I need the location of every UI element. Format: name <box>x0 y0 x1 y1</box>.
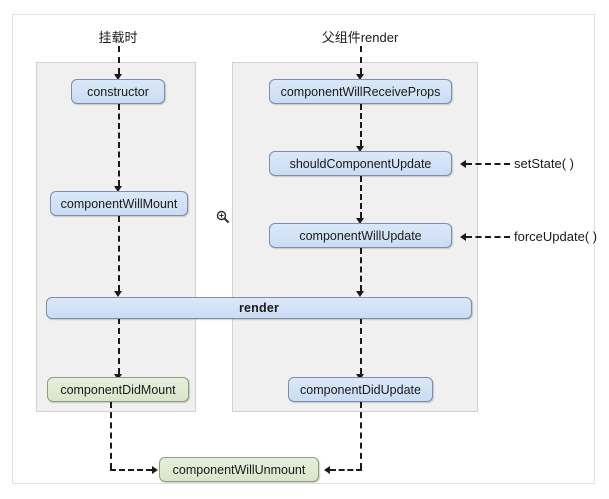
node-component-will-update[interactable]: componentWillUpdate <box>269 223 452 248</box>
node-component-will-unmount[interactable]: componentWillUnmount <box>159 457 319 482</box>
connector-didmount-right <box>110 469 152 471</box>
node-render[interactable]: render <box>46 297 472 319</box>
connector-constructor-to-willmount <box>118 104 120 186</box>
node-constructor[interactable]: constructor <box>71 79 165 104</box>
arrowhead-willunmount-right <box>324 466 330 474</box>
arrowhead-constructor <box>114 74 122 80</box>
connector-willupdate-to-render <box>360 248 362 291</box>
arrowhead-willupdate <box>356 218 364 224</box>
connector-update-title-to-willreceiveprops <box>360 46 362 74</box>
connector-didupdate-down <box>360 402 362 469</box>
node-component-did-update[interactable]: componentDidUpdate <box>288 377 433 402</box>
connector-shouldupdate-to-willupdate <box>360 176 362 218</box>
arrowhead-forceupdate <box>460 233 466 241</box>
connector-render-to-didupdate <box>360 318 362 374</box>
trigger-label-forceupdate: forceUpdate( ) <box>514 229 598 244</box>
arrowhead-setstate <box>460 160 466 168</box>
arrowhead-willmount <box>114 186 122 192</box>
arrowhead-willunmount-left <box>152 466 158 474</box>
phase-panel-mount <box>36 62 196 412</box>
connector-willmount-to-render <box>118 216 120 291</box>
trigger-label-setstate: setState( ) <box>514 156 574 171</box>
arrowhead-willreceiveprops <box>356 74 364 80</box>
arrowhead-shouldupdate <box>356 146 364 152</box>
node-component-did-mount[interactable]: componentDidMount <box>47 377 189 402</box>
arrowhead-render-right <box>356 291 364 297</box>
phase-title-mount: 挂载时 <box>98 30 138 45</box>
connector-setstate-to-shouldupdate <box>466 163 510 165</box>
connector-didmount-down <box>110 402 112 469</box>
node-should-component-update[interactable]: shouldComponentUpdate <box>269 151 452 176</box>
connector-forceupdate-to-willupdate <box>466 236 510 238</box>
connector-didupdate-left <box>330 469 362 471</box>
connector-mount-title-to-constructor <box>118 46 120 74</box>
node-component-will-mount[interactable]: componentWillMount <box>50 191 188 216</box>
magnifier-zoom-in-icon <box>216 210 230 224</box>
phase-title-update: 父组件render <box>321 30 399 45</box>
arrowhead-render-left <box>114 291 122 297</box>
node-component-will-receive-props[interactable]: componentWillReceiveProps <box>269 79 452 104</box>
connector-render-to-didmount <box>118 318 120 374</box>
connector-willreceiveprops-to-shouldupdate <box>360 104 362 146</box>
